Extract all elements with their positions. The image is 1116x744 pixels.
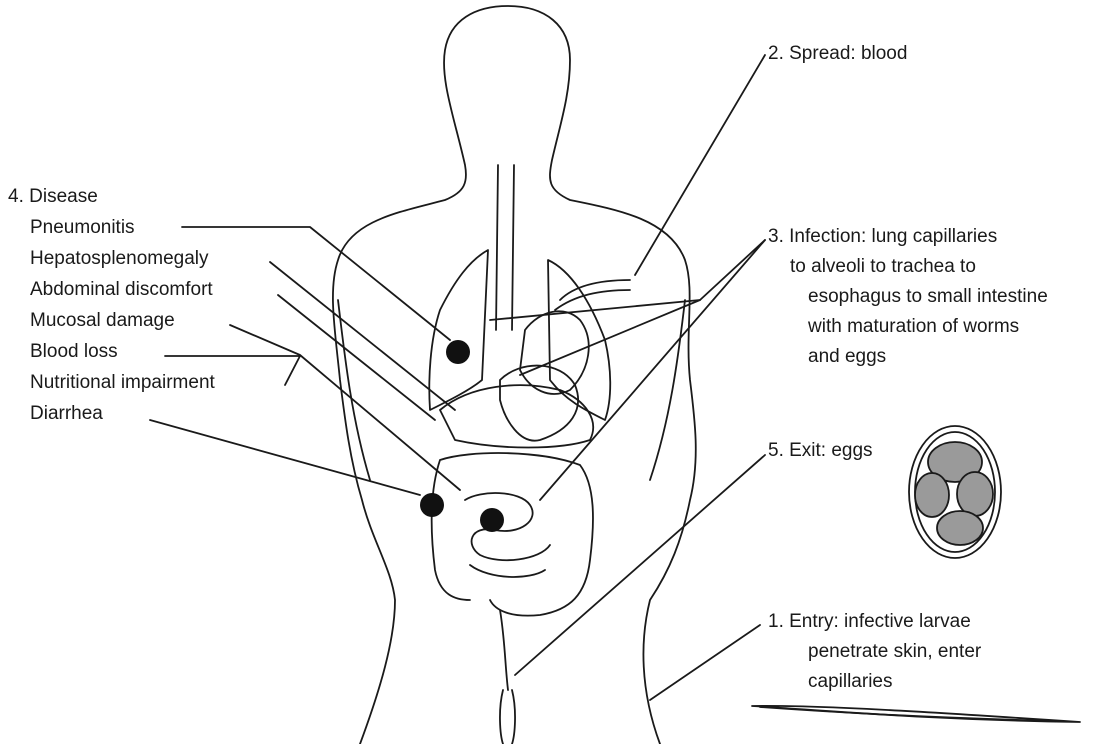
body-outline (333, 6, 696, 744)
infection-line-4: with maturation of worms (768, 313, 1048, 340)
disease-item-nutritional-impairment: Nutritional impairment (8, 369, 215, 396)
leader-diarrhea (150, 420, 420, 495)
infection-line-5: and eggs (768, 343, 1048, 370)
infection-label-block: 3. Infection: lung capillaries to alveol… (768, 223, 1048, 370)
lesion-lung (446, 340, 470, 364)
small-intestine (465, 493, 550, 577)
large-intestine (432, 453, 593, 616)
disease-heading: 4. Disease (8, 183, 215, 210)
infection-line-3: esophagus to small intestine (768, 283, 1048, 310)
arm-line-right (650, 300, 685, 480)
infection-line-2: to alveoli to trachea to (768, 253, 1048, 280)
leader-entry (650, 625, 760, 700)
leader-pneumonitis (182, 227, 450, 340)
leader-abdominal-discomfort (278, 295, 435, 420)
infection-line-1: 3. Infection: lung capillaries (768, 223, 1048, 250)
heart (520, 311, 589, 394)
disease-item-pneumonitis: Pneumonitis (8, 214, 215, 241)
disease-item-mucosal-damage: Mucosal damage (8, 307, 215, 334)
egg-cell-3 (957, 472, 993, 516)
leader-spread (635, 55, 765, 275)
leader-exit (515, 455, 765, 675)
disease-item-hepatosplenomegaly: Hepatosplenomegaly (8, 245, 215, 272)
lesion-intestine-right (480, 508, 504, 532)
egg-cell-2 (915, 473, 949, 517)
leader-infection-c (540, 240, 765, 500)
leg-line-left (500, 690, 503, 744)
entry-line-2: penetrate skin, enter (768, 638, 981, 665)
entry-line-3: capillaries (768, 668, 981, 695)
leg-line-right (512, 690, 515, 744)
entry-label-block: 1. Entry: infective larvae penetrate ski… (768, 608, 981, 695)
disease-label-block: 4. Disease Pneumonitis Hepatosplenomegal… (8, 183, 215, 427)
disease-item-abdominal-discomfort: Abdominal discomfort (8, 276, 215, 303)
liver (440, 385, 593, 447)
lesion-intestine-left (420, 493, 444, 517)
spread-label: 2. Spread: blood (768, 40, 907, 67)
disease-item-diarrhea: Diarrhea (8, 400, 215, 427)
rectum (500, 610, 508, 690)
stomach (500, 366, 578, 441)
leader-hepatosplenomegaly (270, 262, 455, 410)
entry-line-1: 1. Entry: infective larvae (768, 608, 981, 635)
exit-label: 5. Exit: eggs (768, 437, 873, 464)
egg-cell-4 (937, 511, 983, 545)
esophagus (496, 165, 514, 330)
aortic-arch (555, 280, 630, 310)
lung-right (548, 260, 610, 420)
disease-item-blood-loss: Blood loss (8, 338, 215, 365)
